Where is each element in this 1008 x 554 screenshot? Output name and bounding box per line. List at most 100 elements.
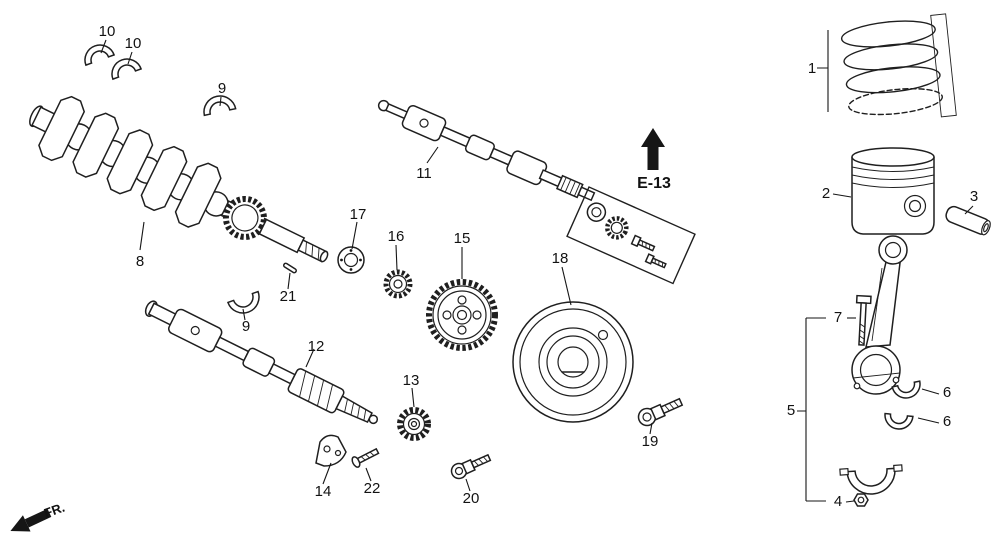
callout-3: 3 bbox=[970, 188, 978, 205]
fr-arrow-head bbox=[10, 515, 31, 532]
pulley-hole bbox=[442, 310, 452, 320]
part-8-crankshaft bbox=[29, 95, 329, 263]
callout-10-lower: 10 bbox=[125, 35, 142, 52]
callout-6-upper: 6 bbox=[943, 384, 951, 401]
crank-timing-gear-hub bbox=[231, 204, 259, 232]
shaft-journal bbox=[506, 150, 548, 186]
washer-dot bbox=[340, 258, 343, 262]
callout-labels: 10 10 9 11 17 16 15 18 8 21 9 12 13 14 2… bbox=[99, 23, 979, 510]
pulley-hole bbox=[597, 329, 609, 341]
thread-hatch bbox=[858, 323, 866, 345]
rod-shank bbox=[865, 261, 901, 348]
leader-16 bbox=[395, 244, 398, 271]
callout-7: 7 bbox=[834, 309, 842, 326]
leader-13 bbox=[411, 387, 415, 408]
plate-hole bbox=[323, 445, 331, 453]
leader-bracket-1 bbox=[817, 30, 829, 112]
rod-bolt-hole bbox=[853, 382, 861, 390]
part-6-rod-bearing-lower bbox=[884, 412, 914, 430]
callout-13: 13 bbox=[403, 372, 420, 389]
bolt-shank bbox=[356, 447, 380, 464]
pulley-bore bbox=[456, 309, 468, 321]
part-15-timing-pulley bbox=[426, 279, 498, 351]
callout-19: 19 bbox=[642, 433, 659, 450]
leader-8 bbox=[139, 221, 145, 251]
part-12-balancer-shaft bbox=[144, 300, 379, 425]
callout-18: 18 bbox=[552, 250, 569, 267]
compression-ring bbox=[840, 20, 936, 48]
thread-hatch bbox=[344, 399, 367, 421]
ring-grooves bbox=[851, 166, 935, 188]
thread-hatch bbox=[664, 400, 679, 412]
crank-web bbox=[174, 162, 222, 228]
part-1-piston-ring-set bbox=[840, 13, 957, 118]
bolt-head bbox=[855, 294, 872, 305]
plate-hole bbox=[334, 449, 342, 457]
e13-kit-box bbox=[566, 186, 696, 285]
oil-ring bbox=[848, 87, 943, 116]
part-7-rod-bolt bbox=[855, 294, 872, 346]
part-5-connecting-rod bbox=[851, 235, 908, 395]
fr-arrow-tail bbox=[24, 508, 52, 528]
callout-9-upper: 9 bbox=[218, 80, 226, 97]
pulley-hole bbox=[457, 295, 467, 305]
shaft-center-hole bbox=[419, 118, 429, 128]
cap-ear bbox=[893, 464, 903, 473]
callout-15: 15 bbox=[454, 230, 471, 247]
callout-1: 1 bbox=[808, 60, 816, 77]
rod-split-line bbox=[852, 372, 901, 379]
leader-10-lower bbox=[127, 51, 133, 65]
gear-bore bbox=[410, 420, 418, 428]
pin-bore bbox=[908, 199, 922, 213]
kit-gear-bore bbox=[610, 221, 623, 234]
rod-cap bbox=[839, 464, 903, 495]
part-6-rod-bearing-upper bbox=[891, 380, 921, 399]
fr-label: FR. bbox=[42, 500, 67, 521]
section-ref-e13: E-13 bbox=[566, 128, 696, 285]
callout-20: 20 bbox=[463, 490, 480, 507]
callout-16: 16 bbox=[388, 228, 405, 245]
part-16-timing-gear bbox=[383, 269, 413, 299]
leader-4 bbox=[845, 500, 855, 503]
part-4-rod-nut bbox=[853, 493, 869, 507]
callout-5: 5 bbox=[787, 402, 795, 419]
kit-bolt bbox=[630, 234, 656, 252]
thread-hatch bbox=[473, 456, 488, 466]
callout-17: 17 bbox=[350, 206, 367, 223]
callout-8: 8 bbox=[136, 253, 144, 270]
part-9-bearing-shell-lower bbox=[227, 290, 260, 314]
leader-10-upper bbox=[100, 39, 107, 54]
thread-hatch bbox=[654, 259, 664, 267]
compression-ring bbox=[843, 43, 939, 71]
leader-22 bbox=[365, 467, 372, 482]
leader-lines bbox=[100, 30, 974, 503]
pin-bore bbox=[983, 223, 989, 233]
piston-body bbox=[851, 157, 935, 235]
rod-big-end-bore bbox=[859, 353, 893, 387]
shaft-neck bbox=[268, 362, 297, 385]
washer-dot bbox=[359, 258, 362, 262]
crank-web bbox=[38, 95, 86, 162]
crank-web bbox=[72, 112, 120, 178]
callout-9-lower: 9 bbox=[242, 318, 250, 335]
washer-bore bbox=[454, 466, 464, 476]
part-20-bolt-washer bbox=[450, 453, 492, 480]
leader-14 bbox=[322, 462, 332, 485]
crank-nose bbox=[258, 218, 306, 254]
part-21-key bbox=[283, 262, 297, 274]
gear-bore bbox=[393, 279, 403, 289]
cap-ear bbox=[839, 467, 849, 476]
callout-10-upper: 10 bbox=[99, 23, 116, 40]
shaft-taper-tip bbox=[335, 395, 373, 423]
part-9-bearing-shell-upper bbox=[203, 95, 237, 117]
callout-11: 11 bbox=[416, 165, 432, 182]
washer-dot bbox=[349, 268, 353, 271]
leader-bracket-5 bbox=[797, 317, 826, 502]
piston-crown bbox=[851, 147, 935, 167]
rod-small-end-bore bbox=[884, 241, 902, 259]
thread-hatch bbox=[360, 451, 375, 461]
leader-17 bbox=[351, 221, 358, 250]
leader-2 bbox=[832, 193, 852, 198]
